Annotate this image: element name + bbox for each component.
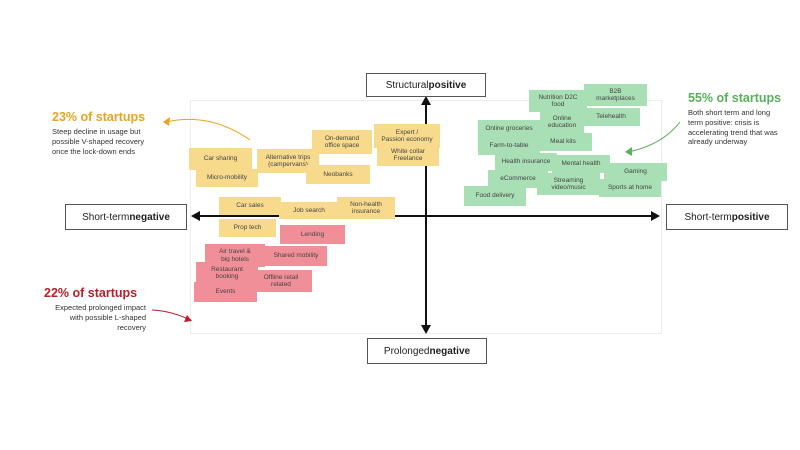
note-ecommerce: eCommerce [488, 170, 548, 188]
axis-label-top-bold: positive [428, 79, 467, 91]
note-on-demand-office: On-demand office space [312, 130, 372, 154]
note-white-collar: White collar Freelance [377, 144, 439, 166]
red-callout-text: Expected prolonged impact with possible … [55, 303, 146, 332]
vertical-axis [425, 103, 427, 327]
axis-label-bottom-prefix: Prolonged [383, 345, 430, 357]
axis-label-top: Structural positive [366, 73, 486, 97]
note-events: Events [194, 282, 257, 302]
axis-arrow-down-icon [421, 325, 431, 334]
yellow-callout-title: 23% of startups [52, 110, 146, 124]
axis-label-bottom-bold: negative [429, 345, 471, 357]
axis-arrow-left-icon [191, 211, 200, 221]
note-car-sharing: Car sharing [189, 148, 252, 170]
note-gaming: Gaming [604, 163, 667, 181]
axis-arrow-up-icon [421, 96, 431, 105]
green-callout-title: 55% of startups [688, 91, 782, 105]
note-offline-retail: Offline retail related [250, 270, 312, 292]
note-mental-health: Mental health [552, 155, 610, 173]
note-meal-kits: Meal kits [534, 133, 592, 151]
note-job-search: Job search [279, 202, 339, 219]
note-telehealth: Telehealth [582, 108, 640, 126]
note-restaurant-booking: Restaurant booking [196, 262, 258, 284]
axis-label-right: Short-term positive [666, 204, 788, 230]
note-online-education: Online education [540, 111, 584, 133]
note-micro-mobility: Micro-mobility [196, 169, 258, 187]
note-prop-tech: Prop tech [219, 219, 276, 237]
note-sports-at-home: Sports at home [599, 179, 661, 197]
note-food-delivery: Food delivery [464, 186, 526, 206]
axis-label-right-prefix: Short-term [684, 211, 732, 223]
note-b2b-marketplaces: B2B marketplaces [584, 84, 647, 106]
axis-arrow-right-icon [651, 211, 660, 221]
note-car-sales: Car sales [219, 197, 281, 215]
note-lending: Lending [280, 225, 345, 244]
note-air-travel: Air travel & big hotels [205, 244, 265, 267]
axis-label-left-prefix: Short-term [82, 211, 130, 223]
note-non-health-insurance: Non-health insurance [337, 197, 395, 219]
note-farm-to-table: Farm-to-table [478, 137, 540, 155]
note-shared-mobility: Shared mobility [265, 246, 327, 266]
note-online-groceries: Online groceries [478, 120, 540, 138]
yellow-callout-text: Steep decline in usage but possible V-sh… [52, 127, 145, 156]
axis-label-bottom: Prolonged negative [367, 338, 487, 364]
note-health-insurance: Health insurance [495, 153, 557, 171]
axis-label-left-bold: negative [129, 211, 170, 223]
axis-label-right-bold: positive [731, 211, 770, 223]
red-callout-arrow [151, 309, 191, 321]
red-callout-title: 22% of startups [44, 286, 138, 300]
note-streaming: Streaming video/music [537, 173, 600, 195]
yellow-arrowhead [163, 117, 170, 126]
axis-label-left: Short-term negative [65, 204, 187, 230]
note-neobanks: Neobanks [306, 165, 370, 184]
note-nutrition-d2c: Nutrition D2C food [529, 90, 587, 112]
green-callout-text: Both short term and long term positive: … [688, 108, 778, 147]
axis-label-top-prefix: Structural [385, 79, 429, 91]
